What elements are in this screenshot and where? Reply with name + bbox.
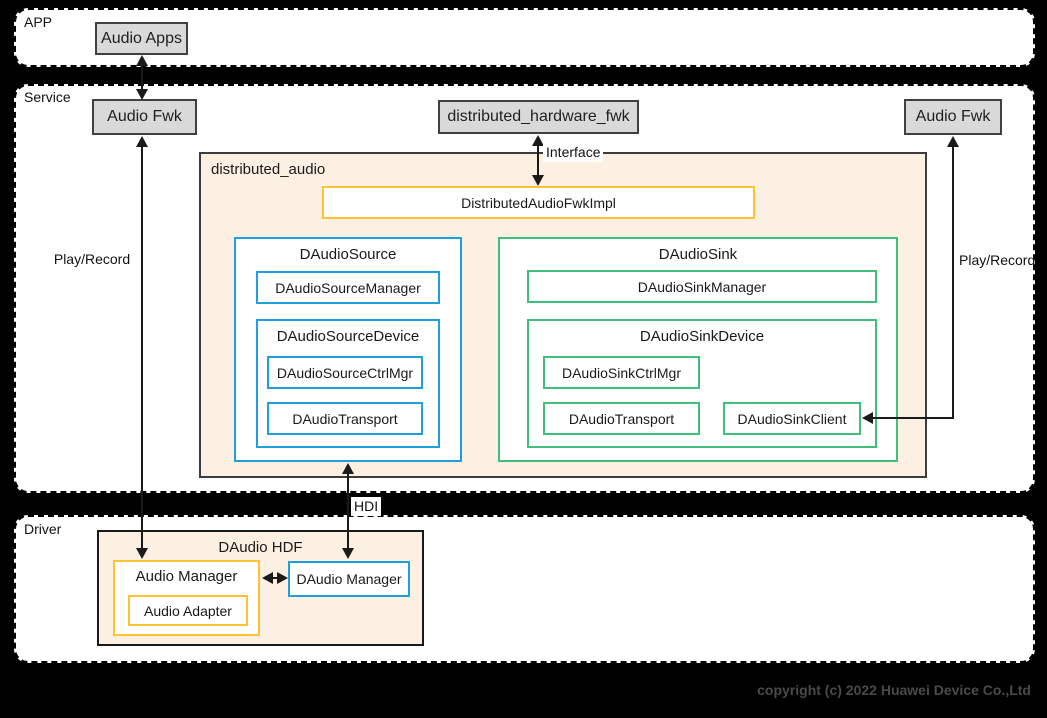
container-daudio-sink-device-title: DAudioSinkDevice xyxy=(639,328,765,345)
container-daudio-hdf-title: DAudio HDF xyxy=(218,539,303,556)
container-daudio-source-device-title: DAudioSourceDevice xyxy=(276,328,420,345)
section-label-service: Service xyxy=(24,89,71,105)
container-audio-manager-title: Audio Manager xyxy=(135,568,238,585)
node-daudio-sink-transport: DAudioTransport xyxy=(543,402,700,435)
edge-label-play-record-right: Play/Record xyxy=(959,252,1036,268)
edge-label-interface: Interface xyxy=(543,143,604,162)
node-daudio-sink-ctrl-mgr: DAudioSinkCtrlMgr xyxy=(543,356,700,389)
node-daudio-manager: DAudio Manager xyxy=(288,561,410,597)
section-label-driver: Driver xyxy=(24,521,62,537)
node-distributed-hardware-fwk: distributed_hardware_fwk xyxy=(438,100,639,134)
node-audio-adapter: Audio Adapter xyxy=(128,595,248,626)
container-distributed-audio-title: distributed_audio xyxy=(211,161,326,178)
edge-label-hdi: HDI xyxy=(351,497,382,516)
node-audio-apps: Audio Apps xyxy=(95,22,188,55)
edge-label-play-record-left: Play/Record xyxy=(53,251,131,267)
section-label-app: APP xyxy=(24,14,53,30)
copyright-text: copyright (c) 2022 Huawei Device Co.,Ltd xyxy=(757,682,1031,698)
node-audio-fwk-right: Audio Fwk xyxy=(904,99,1002,135)
container-daudio-source-title: DAudioSource xyxy=(299,246,397,263)
node-daudio-sink-manager: DAudioSinkManager xyxy=(527,270,877,303)
node-daudio-source-manager: DAudioSourceManager xyxy=(256,271,440,304)
node-daudio-sink-client: DAudioSinkClient xyxy=(723,402,861,435)
node-distributed-audio-fwk-impl: DistributedAudioFwkImpl xyxy=(322,186,755,219)
node-daudio-source-transport: DAudioTransport xyxy=(267,402,423,435)
node-daudio-source-ctrl-mgr: DAudioSourceCtrlMgr xyxy=(267,356,423,389)
container-daudio-sink-title: DAudioSink xyxy=(658,246,738,263)
node-audio-fwk-left: Audio Fwk xyxy=(92,99,197,135)
